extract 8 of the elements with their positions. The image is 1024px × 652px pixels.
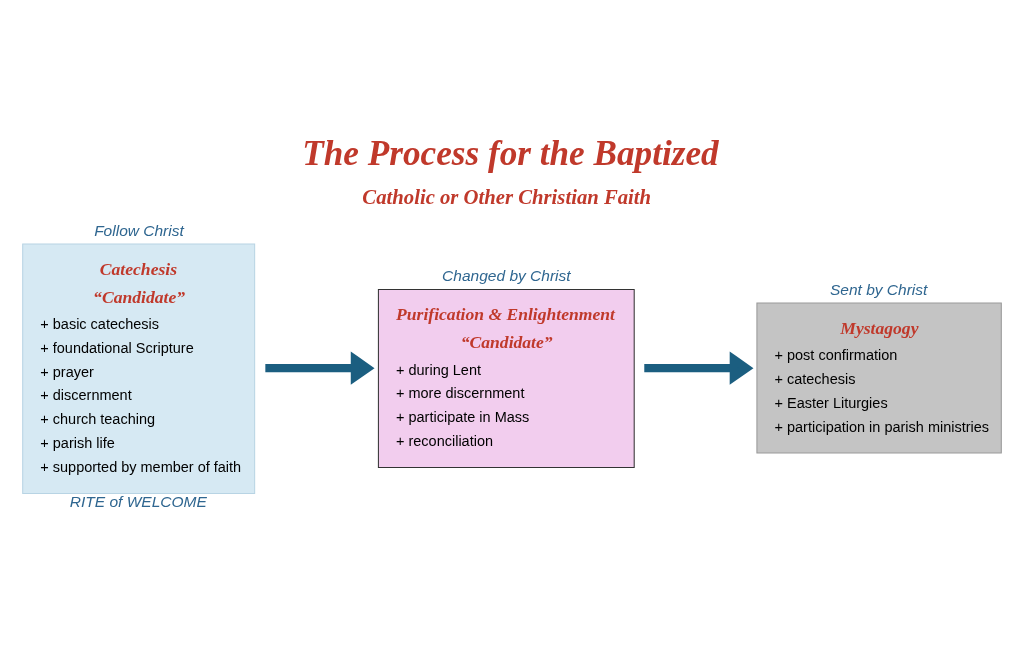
diagram-title: The Process for the Baptized [302,133,719,173]
node-label: Sent by Christ [829,280,928,298]
node-label: Follow Christ [94,221,184,239]
node-label: Changed by Christ [442,266,571,284]
label: Catholic or Other Christian Faith [362,185,652,208]
arrow [265,351,375,385]
node-label: RITE of WELCOME [69,492,207,510]
arrow [644,351,754,385]
